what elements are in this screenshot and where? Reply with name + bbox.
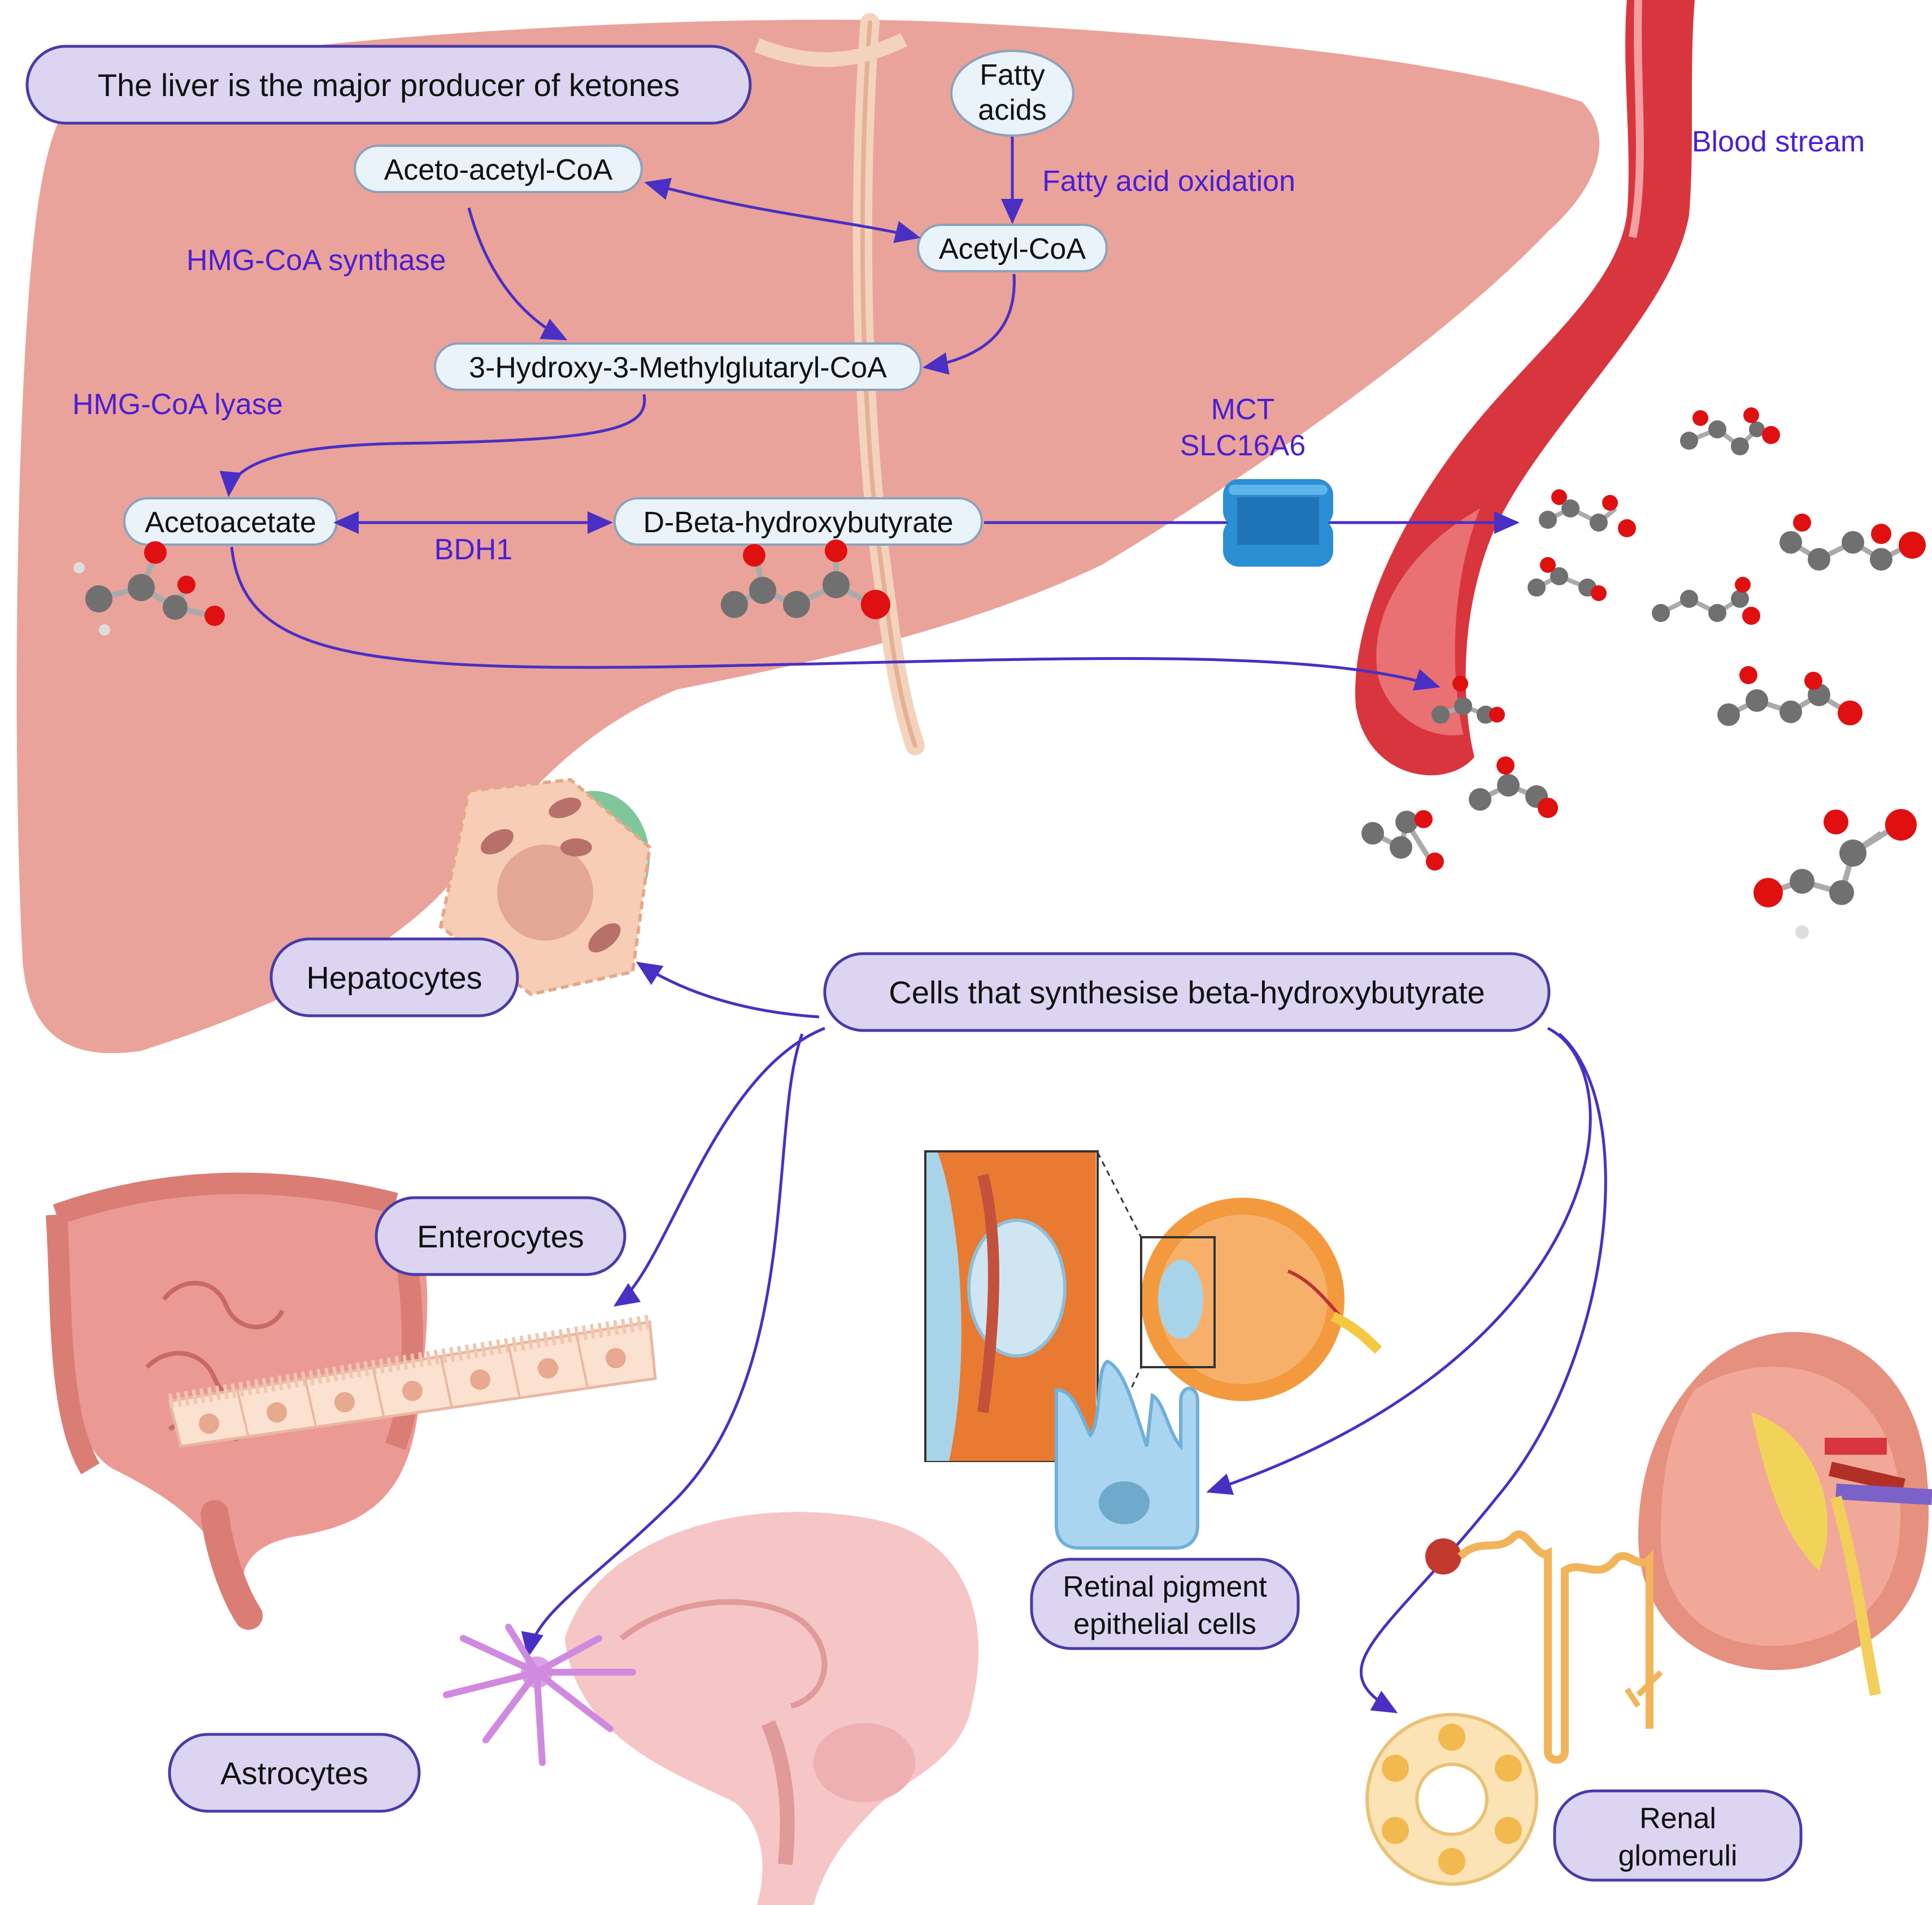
mct-label: MCT <box>1211 393 1275 426</box>
brain-illustration <box>565 1512 979 1905</box>
nephron-illustration <box>1425 1530 1663 1764</box>
bdh1-label: BDH1 <box>434 533 513 566</box>
acetoacetyl-coa-label: Aceto-acetyl-CoA <box>384 154 613 186</box>
synthesise-label: Cells that synthesise beta-hydroxybutyra… <box>889 975 1485 1010</box>
tubule-cross-section <box>1365 1713 1538 1886</box>
bhb-node: D-Beta-hydroxybutyrate <box>613 497 983 546</box>
hepatocytes-label-box: Hepatocytes <box>269 937 519 1017</box>
mct-transporter-icon <box>1223 479 1333 567</box>
synthesise-label-box: Cells that synthesise beta-hydroxybutyra… <box>823 952 1551 1032</box>
fatty-acids-line2: acids <box>978 94 1046 127</box>
hmg-coa-node: 3-Hydroxy-3-Methylglutaryl-CoA <box>434 342 922 391</box>
renal-label-line1: Renal <box>1639 1802 1716 1835</box>
enterocytes-label: Enterocytes <box>417 1219 584 1254</box>
blood-stream-label: Blood stream <box>1692 125 1865 158</box>
hmg-coa-label: 3-Hydroxy-3-Methylglutaryl-CoA <box>469 351 887 384</box>
slc16a6-label: SLC16A6 <box>1180 429 1306 462</box>
cell-type-arrows <box>521 962 1607 1713</box>
eye-illustration <box>924 1150 1382 1462</box>
hmg-coa-synthase-label: HMG-CoA synthase <box>186 244 446 277</box>
renal-label-box: Renal glomeruli <box>1553 1789 1803 1882</box>
hmg-coa-lyase-label: HMG-CoA lyase <box>72 388 283 421</box>
astrocytes-label: Astrocytes <box>220 1755 368 1791</box>
ketone-molecule-icons <box>73 407 1926 939</box>
fatty-acids-line1: Fatty <box>980 59 1045 92</box>
fatty-acids-node: Fatty acids <box>950 50 1074 137</box>
acetoacetate-label: Acetoacetate <box>145 506 316 539</box>
acetyl-coa-node: Acetyl-CoA <box>917 224 1108 272</box>
kidney-illustration <box>1638 1332 1932 1696</box>
rpe-label-box: Retinal pigment epithelial cells <box>1030 1558 1300 1650</box>
acetoacetyl-coa-node: Aceto-acetyl-CoA <box>354 145 643 193</box>
intestine-illustration <box>46 1172 657 1630</box>
astrocyte-illustration <box>443 1624 636 1766</box>
rpe-cell-illustration <box>1055 1359 1199 1550</box>
hepatocytes-label: Hepatocytes <box>306 960 482 995</box>
title-box: The liver is the major producer of keton… <box>25 45 752 125</box>
acetoacetate-node: Acetoacetate <box>123 497 338 546</box>
rpe-label-line2: epithelial cells <box>1073 1608 1256 1641</box>
rpe-label-line1: Retinal pigment <box>1063 1571 1267 1603</box>
acetyl-coa-label: Acetyl-CoA <box>939 233 1086 266</box>
fatty-acid-oxidation-label: Fatty acid oxidation <box>1042 165 1295 198</box>
title: The liver is the major producer of keton… <box>98 67 680 103</box>
enterocytes-label-box: Enterocytes <box>375 1196 626 1276</box>
renal-label-line2: glomeruli <box>1618 1839 1738 1872</box>
astrocytes-label-box: Astrocytes <box>168 1733 421 1813</box>
bhb-label: D-Beta-hydroxybutyrate <box>643 506 953 539</box>
